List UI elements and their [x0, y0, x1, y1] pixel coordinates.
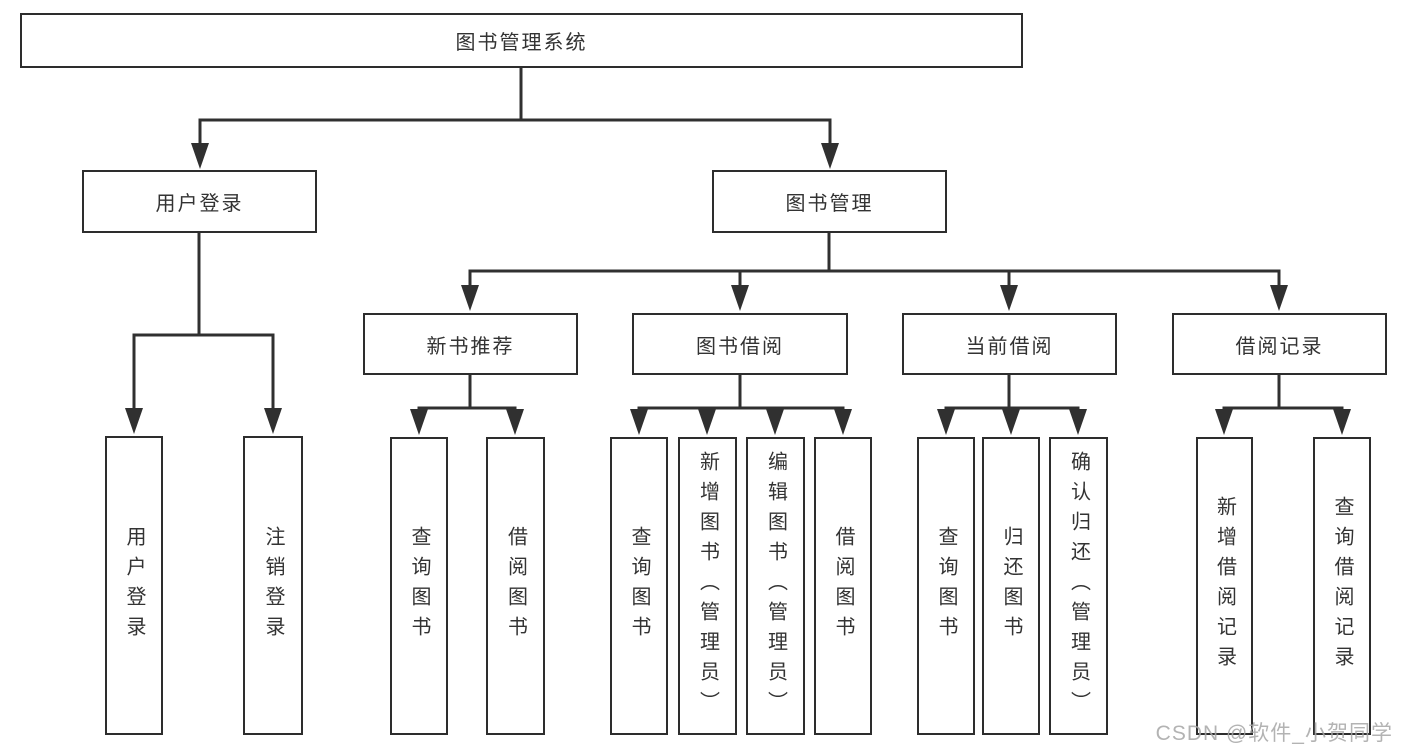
- leaf-query-borrow-record: 查询借阅记录: [1313, 437, 1371, 735]
- arrowhead-borrow-records: [1270, 285, 1288, 311]
- edge-sec3-bar: [1222, 406, 1344, 415]
- arrowhead-sec1-leaf1: [698, 409, 716, 435]
- node-label: 新书推荐: [426, 335, 515, 358]
- node-label: 用户登录: [123, 525, 145, 646]
- leaf-query-books-current: 查询图书: [917, 437, 975, 735]
- node-label: 用户登录: [155, 193, 244, 215]
- arrowhead-leaf-logout: [264, 408, 282, 434]
- node-label: 借阅记录: [1235, 335, 1324, 358]
- edge-books-bar: [468, 269, 1281, 292]
- arrowhead-sec2-leaf0: [937, 409, 955, 435]
- arrowhead-new-book: [461, 285, 479, 311]
- arrowhead-sec1-leaf2: [766, 409, 784, 435]
- leaf-logout: 注销登录: [243, 436, 303, 735]
- leaf-user-login: 用户登录: [105, 436, 163, 735]
- arrowhead-book-borrow: [731, 285, 749, 311]
- arrowhead-current-borrow: [1000, 285, 1018, 311]
- node-book-borrowing: 图书借阅: [632, 313, 848, 375]
- leaf-borrow-books-recommend: 借阅图书: [486, 437, 545, 735]
- csdn-watermark: CSDN @软件_小贺同学: [1155, 722, 1393, 745]
- node-label: 新增图书（管理员）: [696, 451, 719, 721]
- node-label: 查询图书: [408, 526, 430, 646]
- node-label: 图书管理系统: [455, 32, 588, 54]
- node-book-management: 图书管理: [712, 170, 947, 233]
- node-label: 新增借阅记录: [1213, 496, 1236, 676]
- arrowhead-sec0-leaf0: [410, 409, 428, 435]
- node-label: 借阅图书: [504, 526, 527, 646]
- node-label: 查询借阅记录: [1331, 496, 1353, 676]
- node-label: 确认归还（管理员）: [1067, 451, 1090, 721]
- arrowhead-book-management: [821, 143, 839, 169]
- node-label: 注销登录: [262, 525, 284, 646]
- arrowhead-sec3-leaf1: [1333, 409, 1351, 435]
- node-new-book-recommendation: 新书推荐: [363, 313, 578, 375]
- arrowhead-sec0-leaf1: [506, 409, 524, 435]
- leaf-return-books: 归还图书: [982, 437, 1040, 735]
- node-library-management-system: 图书管理系统: [20, 13, 1023, 68]
- leaf-query-books-recommend: 查询图书: [390, 437, 448, 735]
- node-label: 查询图书: [628, 526, 650, 646]
- node-label: 借阅图书: [832, 526, 854, 646]
- edge-root-bar: [198, 118, 832, 148]
- leaf-add-books-admin: 新增图书（管理员）: [678, 437, 737, 735]
- leaf-borrow-books-borrowing: 借阅图书: [814, 437, 872, 735]
- node-label: 归还图书: [1000, 526, 1022, 646]
- leaf-query-books-borrowing: 查询图书: [610, 437, 668, 735]
- node-label: 图书管理: [785, 193, 874, 215]
- leaf-confirm-return-admin: 确认归还（管理员）: [1049, 437, 1108, 735]
- arrowhead-sec2-leaf1: [1002, 409, 1020, 435]
- arrowhead-sec2-leaf2: [1069, 409, 1087, 435]
- arrowhead-sec1-leaf3: [834, 409, 852, 435]
- node-label: 编辑图书（管理员）: [764, 451, 787, 721]
- arrowhead-sec3-leaf0: [1215, 409, 1233, 435]
- node-label: 查询图书: [935, 526, 957, 646]
- arrowhead-sec1-leaf0: [630, 409, 648, 435]
- arrowhead-leaf-user-login: [125, 408, 143, 434]
- node-label: 图书借阅: [696, 335, 784, 358]
- node-borrowing-records: 借阅记录: [1172, 313, 1387, 375]
- node-label: 当前借阅: [965, 335, 1054, 358]
- edge-sec1-bar: [637, 406, 845, 415]
- leaf-add-borrow-record: 新增借阅记录: [1196, 437, 1253, 735]
- edge-sec0-bar: [417, 406, 517, 415]
- node-user-login: 用户登录: [82, 170, 317, 233]
- arrowhead-user-login: [191, 143, 209, 169]
- node-current-borrowing: 当前借阅: [902, 313, 1117, 375]
- edge-user-bar: [132, 333, 275, 414]
- leaf-edit-books-admin: 编辑图书（管理员）: [746, 437, 805, 735]
